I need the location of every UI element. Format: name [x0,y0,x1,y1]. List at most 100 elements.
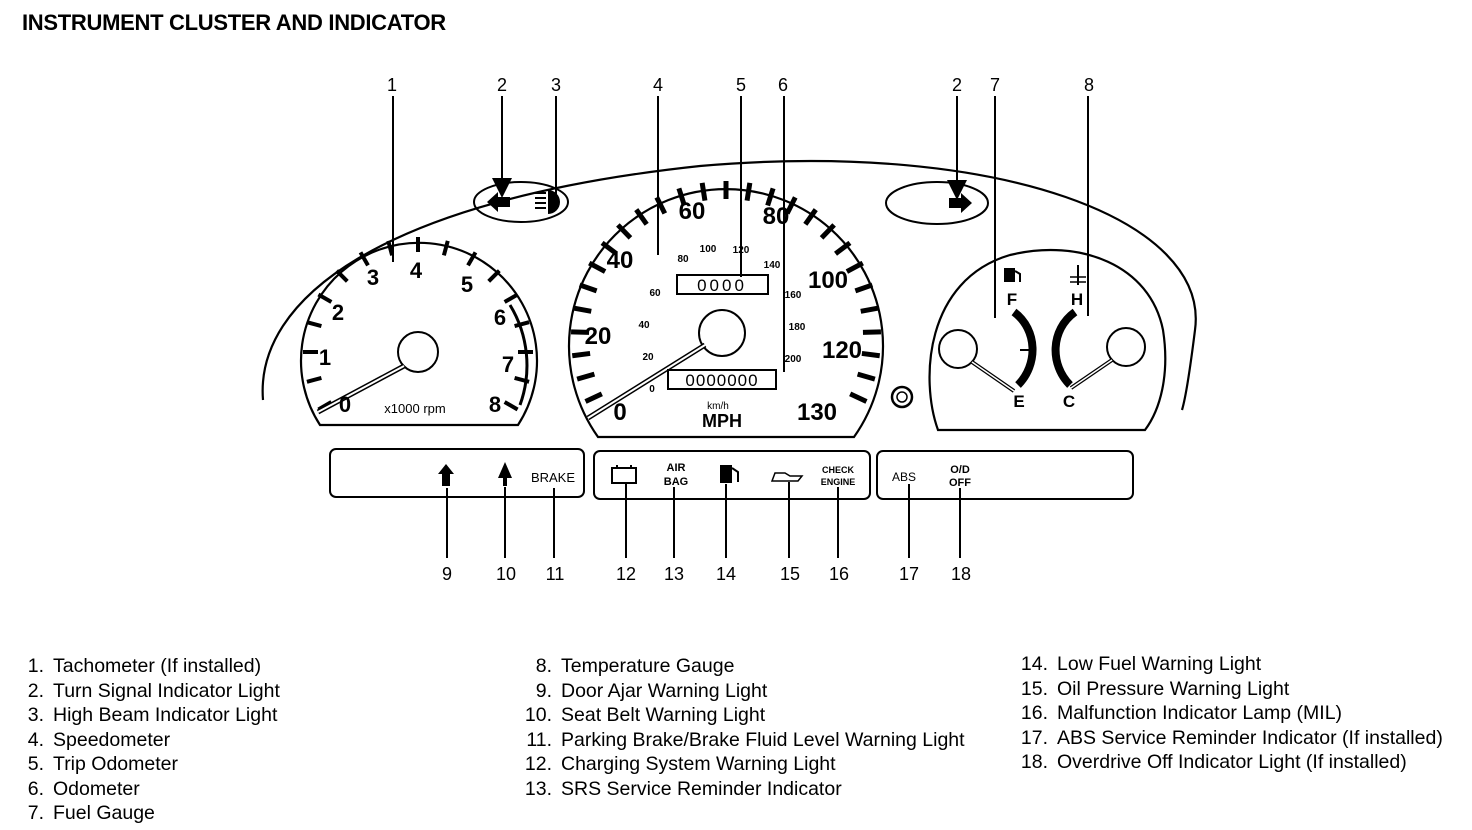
legend-item-11: 11.Parking Brake/Brake Fluid Level Warni… [500,728,970,753]
legend-number: 16. [1020,702,1048,724]
speedometer-tick [588,260,607,274]
tach-num-8: 8 [489,392,501,417]
airbag-label-1: AIR [667,462,686,474]
callout-bottom-14: 14 [716,564,736,584]
battery-icon [611,465,637,484]
legend-item-4: 4.Speedometer [0,728,280,753]
legend-text: Temperature Gauge [561,655,735,677]
legend-text: Trip Odometer [53,753,178,775]
legend-item-7: 7.Fuel Gauge [0,801,280,826]
fuel-gauge-hub [938,329,978,369]
thermometer-icon [1070,265,1086,285]
speedometer-tick [856,371,876,382]
tachometer-tick [306,375,322,384]
mph-60: 60 [679,198,706,225]
legend-text: Low Fuel Warning Light [1057,653,1262,675]
fuel-pump-icon [1004,268,1021,282]
brake-label: BRAKE [531,470,575,485]
tachometer-unit: x1000 rpm [384,401,445,416]
mph-20: 20 [585,323,612,350]
legend-number: 13. [524,777,552,800]
check-engine-label-2: ENGINE [821,477,856,487]
legend-item-9: 9. Door Ajar Warning Light [500,679,970,704]
speedometer-tick [578,282,598,294]
left-indicator-oval [473,181,569,223]
door-ajar-icon [438,464,454,486]
kmh-160: 160 [785,290,802,301]
callout-top-5: 5 [736,75,746,95]
speedometer-tick [584,391,603,404]
callout-bottom-17: 17 [899,564,919,584]
fuel-full-label: F [1007,290,1017,309]
speedometer-outline [567,187,885,439]
legend-number: 9. [535,679,552,702]
redline-band [508,304,529,406]
left-turn-arrow-icon [487,192,510,212]
trip-odometer-value: 0000 [697,276,747,295]
kmh-180: 180 [789,322,806,333]
temp-gauge-arc [1051,308,1078,388]
tachometer-tick [335,269,349,283]
temp-hot-label: H [1071,290,1083,309]
trip-reset-knob [890,385,914,409]
fuel-temp-panel: F E H C [928,248,1167,432]
tachometer-outline [299,241,539,427]
legend-text: ABS Service Reminder Indicator (If insta… [1057,726,1443,749]
legend-item-14: 14.Low Fuel Warning Light [990,652,1443,677]
speedometer-tick [600,240,618,256]
mph-0: 0 [613,399,626,426]
speedometer-tick [819,223,836,240]
warning-panel-center [593,450,871,500]
fuel-gauge-arc [1011,308,1037,388]
warning-panel-left [329,448,585,498]
od-label-2: OFF [949,477,971,489]
speed-unit-mph: MPH [702,411,742,431]
legend-text: Door Ajar Warning Light [561,679,768,702]
legend-number: 1. [27,655,44,677]
legend-column-1: 1. Tachometer (If installed) 2.Turn Signa… [0,654,280,826]
legend-text: SRS Service Reminder Indicator [561,777,842,800]
mph-80: 80 [763,203,790,230]
odometer-value: 0000000 [685,371,758,390]
tach-num-0: 0 [339,392,351,417]
legend-item-6: 6.Odometer [0,777,280,802]
legend-text: Tachometer (If installed) [53,655,262,677]
speedometer-tick [849,391,868,404]
tach-num-1: 1 [319,345,331,370]
legend-item-16: 16.Malfunction Indicator Lamp (MIL) [990,701,1443,726]
speedometer-tick [616,223,633,240]
mph-40: 40 [607,247,634,274]
callout-bottom-9: 9 [442,564,452,584]
oil-can-icon [770,472,804,482]
tach-num-3: 3 [367,265,379,290]
kmh-80: 80 [677,254,689,265]
legend-number: 5. [27,753,44,775]
speedometer-tick [765,187,776,207]
callout-bottom-12: 12 [616,564,636,584]
callout-top-1: 1 [387,75,397,95]
right-indicator-oval [885,181,989,225]
tachometer-tick [466,251,478,267]
legend-number: 6. [27,777,44,800]
legend-text: Charging System Warning Light [561,753,836,775]
legend-text: Parking Brake/Brake Fluid Level Warning … [561,728,965,751]
callout-lines-bottom [446,482,961,558]
speedometer-tick [845,260,864,274]
callout-bottom-15: 15 [780,564,800,584]
legend-number: 18. [1020,751,1048,773]
low-fuel-icon [720,465,739,483]
high-beam-icon [535,190,560,214]
tach-num-7: 7 [502,352,514,377]
legend-text: Speedometer [53,728,171,751]
diagram-title: INSTRUMENT CLUSTER AND INDICATOR [22,10,446,35]
legend-number: 7. [27,802,44,824]
legend-item-2: 2.Turn Signal Indicator Light [0,679,280,704]
legend-item-10: 10.Seat Belt Warning Light [500,703,970,728]
odometer-display [667,369,777,390]
legend-number: 10. [524,704,552,726]
mph-120: 120 [822,337,862,364]
legend-text: Oil Pressure Warning Light [1057,677,1290,700]
tachometer-tick [514,320,530,329]
warning-light-strip: BRAKE AIR BAG CHECK ENGINE ABS O/D OFF [329,448,1134,500]
legend-column-3: 14.Low Fuel Warning Light 15.Oil Pressur… [990,652,1443,775]
